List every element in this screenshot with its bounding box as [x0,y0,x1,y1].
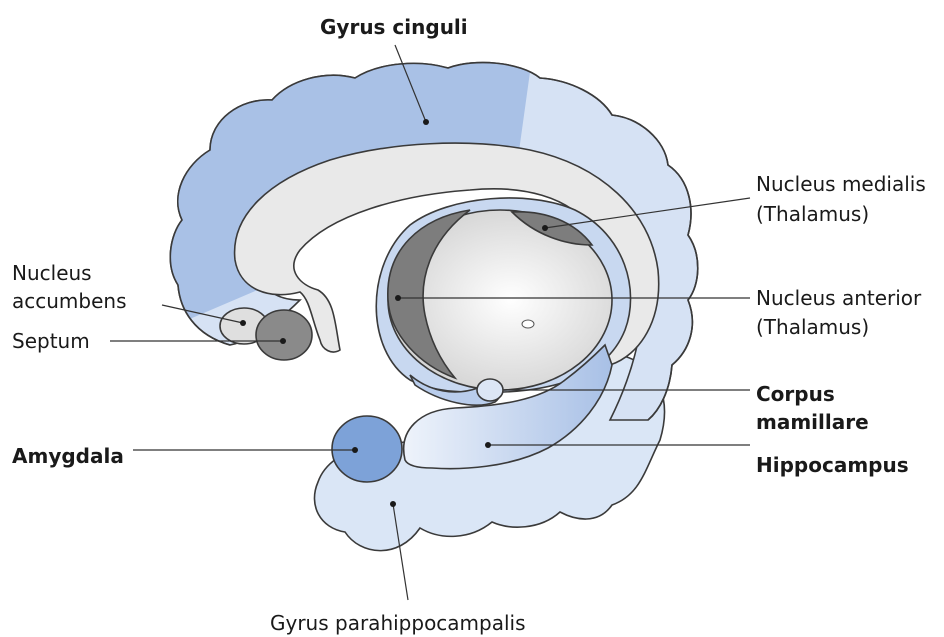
label-septum: Septum [12,329,90,353]
label-corpus-mamillare-line2: mamillare [756,410,869,434]
label-nucleus-medialis-line1: Nucleus medialis [756,172,926,196]
label-nucleus-accumbens-line1: Nucleus [12,261,92,285]
label-gyrus-parahippocampalis: Gyrus parahippocampalis [270,611,526,635]
label-gyrus-cinguli: Gyrus cinguli [320,15,468,39]
label-nucleus-anterior-line1: Nucleus anterior [756,286,922,310]
label-corpus-mamillare-line1: Corpus [756,382,835,406]
amygdala-shape [332,416,402,482]
corpus-mamillare-tip [477,379,503,401]
leader-dot-septum [280,338,286,344]
leader-dot-nucleus-accumbens [240,320,246,326]
label-nucleus-anterior-line2: (Thalamus) [756,315,869,339]
leader-dot-nucleus-anterior [395,295,401,301]
label-hippocampus: Hippocampus [756,453,909,477]
leader-dot-amygdala [352,447,358,453]
label-amygdala: Amygdala [12,444,124,468]
leader-dot-hippocampus [485,442,491,448]
leader-dot-nucleus-medialis [542,225,548,231]
septum-shape [256,310,312,360]
leader-dot-gyrus-parahippocampalis [390,501,396,507]
leader-dot-gyrus-cinguli [423,119,429,125]
thalamus-center-mark [522,320,534,328]
label-nucleus-medialis-line2: (Thalamus) [756,202,869,226]
label-nucleus-accumbens-line2: accumbens [12,289,127,313]
